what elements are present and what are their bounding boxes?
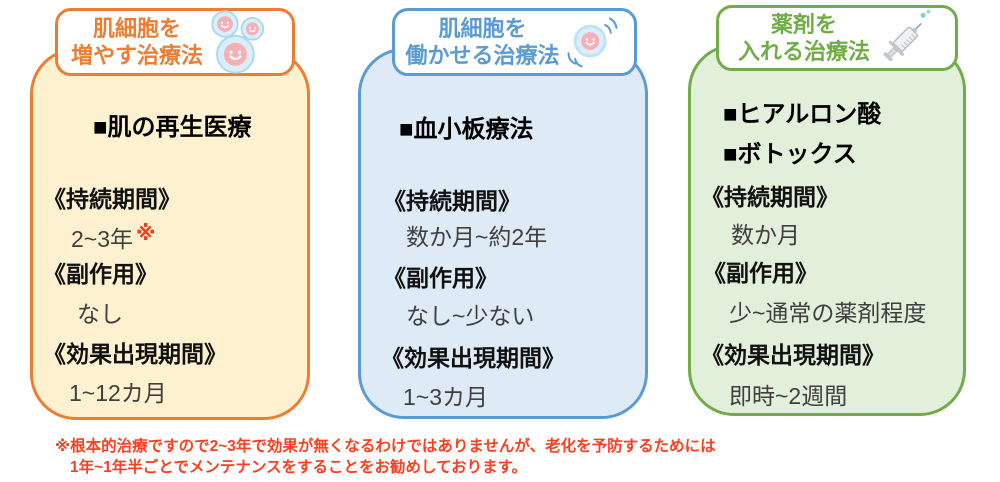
card-title: 肌細胞を 働かせる治療法 — [405, 15, 560, 69]
card-header-activate-cells: 肌細胞を 働かせる治療法 — [392, 8, 637, 76]
duration-value: 数か月~約2年 — [406, 224, 548, 250]
side-effects-label: 《副作用》 — [703, 260, 818, 286]
card-increase-cells: ■肌の再生医療 《持続期間》 2~3年※ 《副作用》 なし 《効果出現期間》 1… — [30, 48, 310, 420]
side-effects-label: 《副作用》 — [383, 265, 498, 291]
footnote: ※根本的治療ですので2~3年で効果が無くなるわけではありませんが、老化を予防する… — [55, 436, 716, 479]
side-effects-value: なし~少ない — [406, 303, 535, 329]
active-cell-icon — [567, 17, 618, 68]
onset-value: 即時~2週間 — [729, 383, 848, 409]
footnote-marker: ※ — [136, 223, 156, 245]
onset-label: 《効果出現期間》 — [43, 341, 227, 367]
treatment-name: ■血小板療法 — [399, 116, 534, 143]
skin-cells-icon — [211, 10, 265, 74]
card-header-increase-cells: 肌細胞を 増やす治療法 — [55, 8, 295, 76]
treatment-name: ■ボトックス — [723, 141, 857, 168]
side-effects-value: 少~通常の薬剤程度 — [729, 300, 927, 326]
onset-label: 《効果出現期間》 — [381, 345, 565, 371]
side-effects-value: なし — [77, 301, 123, 327]
syringe-icon — [883, 9, 931, 62]
card-inject-drugs: ■ヒアルロン酸 ■ボトックス 《持続期間》 数か月 《副作用》 少~通常の薬剤程… — [688, 44, 966, 416]
card-activate-cells: ■血小板療法 《持続期間》 数か月~約2年 《副作用》 なし~少ない 《効果出現… — [358, 48, 648, 419]
onset-value: 1~12カ月 — [69, 380, 167, 406]
treatment-name: ■ヒアルロン酸 — [723, 101, 882, 128]
card-title: 薬剤を 入れる治療法 — [737, 11, 870, 65]
duration-label: 《持続期間》 — [383, 188, 521, 214]
duration-value: 数か月 — [731, 222, 800, 248]
card-header-inject-drugs: 薬剤を 入れる治療法 — [716, 5, 958, 71]
side-effects-label: 《副作用》 — [43, 261, 158, 287]
onset-label: 《効果出現期間》 — [701, 342, 885, 368]
duration-value: 2~3年※ — [71, 223, 156, 252]
footnote-line-2: 1年~1年半ごとでメンテナンスをすることをお勧めしております。 — [70, 459, 528, 477]
duration-label: 《持続期間》 — [701, 184, 839, 210]
treatment-name: ■肌の再生医療 — [93, 114, 252, 141]
duration-label: 《持続期間》 — [43, 186, 181, 212]
card-title: 肌細胞を 増やす治療法 — [70, 15, 203, 69]
footnote-line-1: ※根本的治療ですので2~3年で効果が無くなるわけではありませんが、老化を予防する… — [55, 438, 716, 455]
onset-value: 1~3カ月 — [403, 384, 489, 410]
